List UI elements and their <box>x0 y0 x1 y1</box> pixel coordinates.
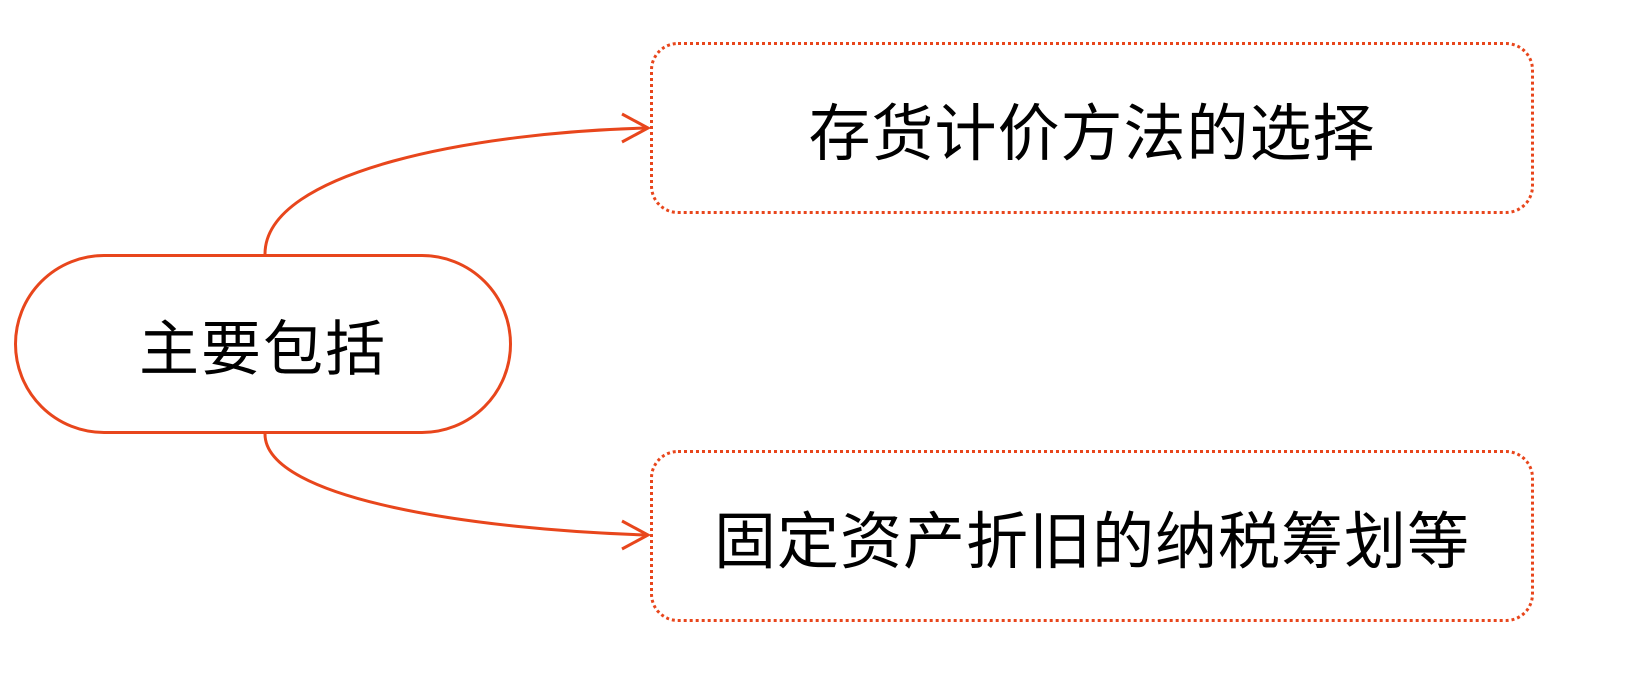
arrowhead-icon <box>621 112 652 144</box>
root-node: 主要包括 <box>14 254 512 434</box>
child-node-fixed-asset-depreciation: 固定资产折旧的纳税筹划等 <box>650 450 1534 622</box>
edge-root-to-child-2 <box>263 433 649 537</box>
child-node-label: 固定资产折旧的纳税筹划等 <box>713 505 1470 578</box>
arrowhead-icon <box>621 519 652 551</box>
edge-root-to-child-1 <box>263 126 649 255</box>
child-node-label: 存货计价方法的选择 <box>808 97 1376 170</box>
root-node-label: 主要包括 <box>139 314 387 385</box>
child-node-inventory-valuation: 存货计价方法的选择 <box>650 42 1534 214</box>
